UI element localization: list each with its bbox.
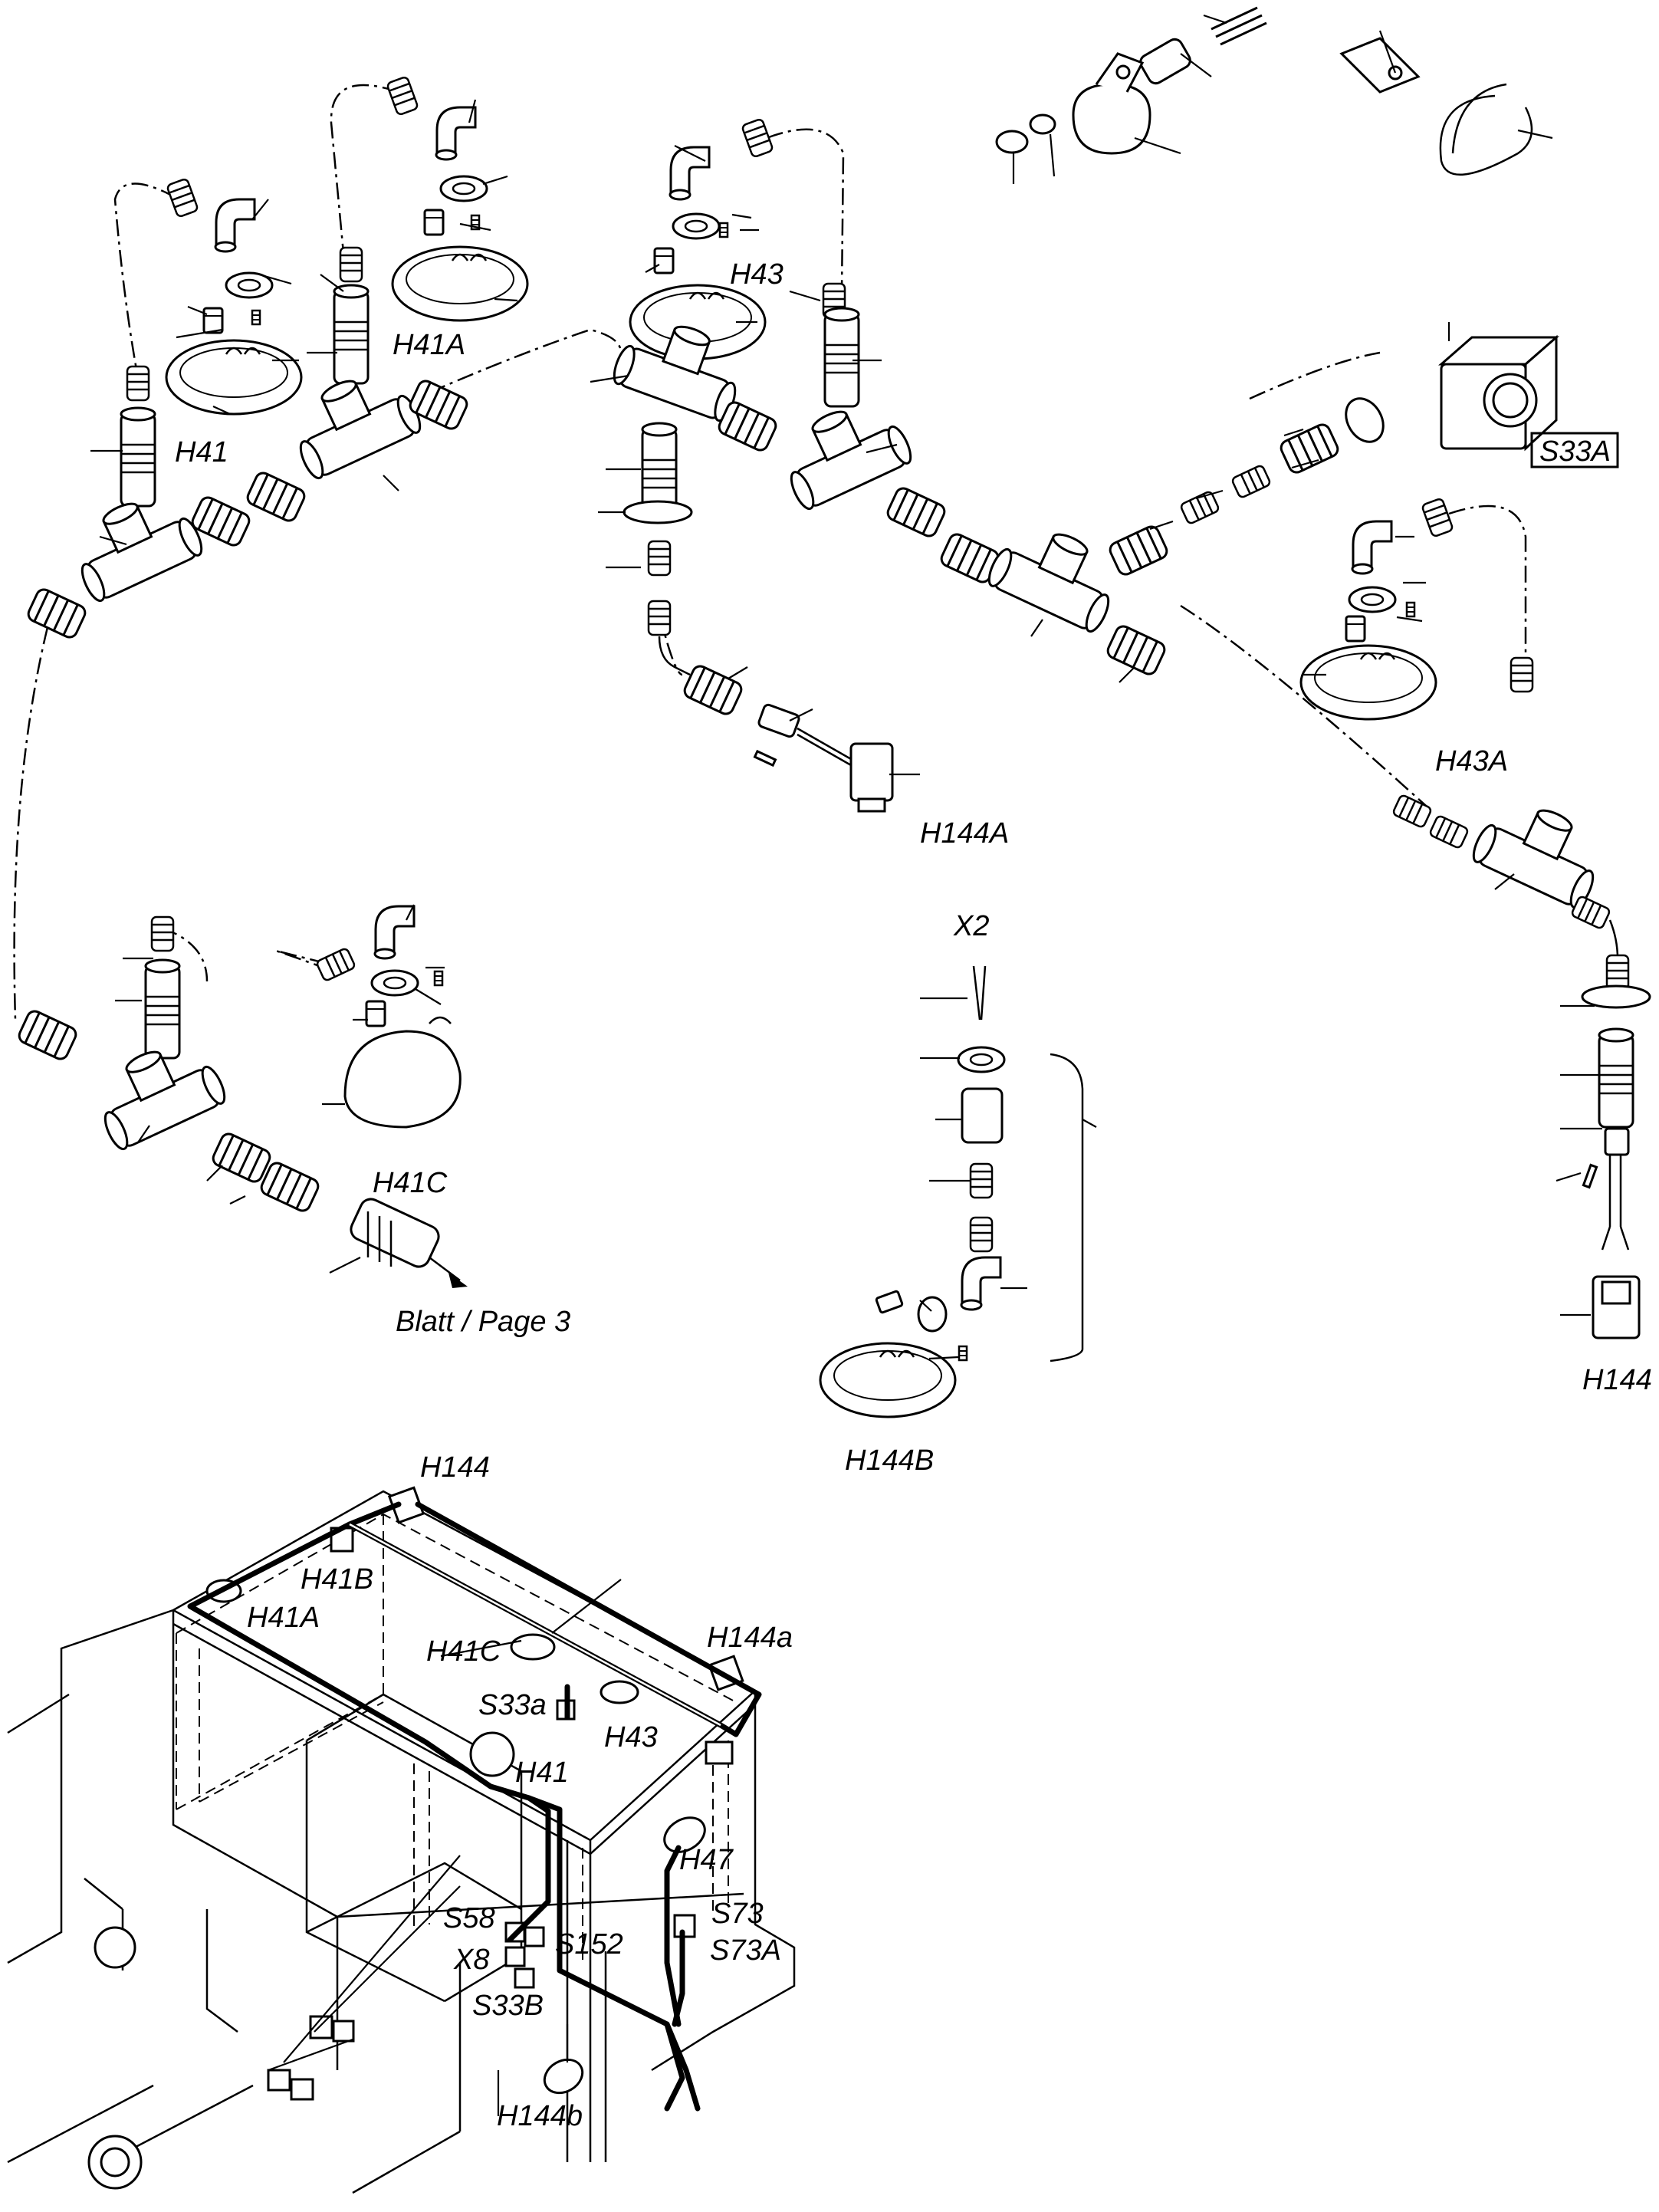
- s33a-switch: [1438, 322, 1619, 468]
- label-h144-right: H144: [1582, 1364, 1652, 1396]
- overview-label-h43: H43: [604, 1721, 658, 1753]
- center-harness: [884, 397, 1385, 683]
- label-h144b: H144B: [845, 1445, 934, 1477]
- h43-assembly: [590, 117, 916, 636]
- label-x2: X2: [953, 910, 989, 942]
- overview-label-h144a: H144a: [707, 1622, 793, 1654]
- label-blatt-page: Blatt / Page 3: [396, 1306, 570, 1338]
- overview-label-h47: H47: [679, 1844, 734, 1876]
- s33a-label-box: [1530, 432, 1619, 468]
- overview-label-s73a: S73A: [710, 1934, 781, 1967]
- label-h144a: H144A: [920, 817, 1009, 850]
- overview-label-s33a: S33a: [478, 1689, 547, 1721]
- overview-label-h41c: H41C: [426, 1635, 501, 1668]
- label-h41c: H41C: [373, 1167, 448, 1199]
- dashdot-routes: [13, 84, 1527, 1021]
- machine-overview: [7, 1486, 796, 2194]
- overview-label-h41a: H41A: [247, 1602, 320, 1634]
- overview-label-h144: H144: [420, 1451, 490, 1484]
- overview-label-s58: S58: [443, 1902, 495, 1934]
- label-h43: H43: [730, 258, 784, 291]
- h41-assembly: [25, 177, 308, 641]
- h144-right-assembly: [1556, 919, 1651, 1339]
- h144b-assembly: [819, 965, 1097, 1418]
- overview-label-h144b: H144b: [497, 2100, 583, 2132]
- overview-labels: H144 H41B H41A H41C H144a S33a H43 H41 H…: [247, 1451, 793, 2132]
- label-h41a: H41A: [393, 329, 465, 361]
- h41a-assembly: [279, 75, 529, 491]
- label-h41: H41: [175, 436, 228, 468]
- h144a-assembly: [658, 636, 920, 813]
- label-h43a: H43A: [1435, 745, 1508, 777]
- overview-label-x8: X8: [453, 1944, 489, 1976]
- label-s33a: S33A: [1539, 435, 1611, 468]
- overview-label-s33b: S33B: [472, 1990, 544, 2022]
- part-labels: H41 H41A H43 S33A H43A H144A X2 H41C Bla…: [175, 258, 1652, 1477]
- h41c-assembly: [15, 904, 468, 1288]
- overview-label-h41b: H41B: [301, 1563, 373, 1596]
- h43a-assembly: [1299, 497, 1615, 931]
- mounting-hardware: [995, 6, 1553, 184]
- overview-label-s152: S152: [555, 1928, 623, 1961]
- overview-label-s73: S73: [711, 1898, 764, 1930]
- overview-label-h41: H41: [515, 1757, 569, 1789]
